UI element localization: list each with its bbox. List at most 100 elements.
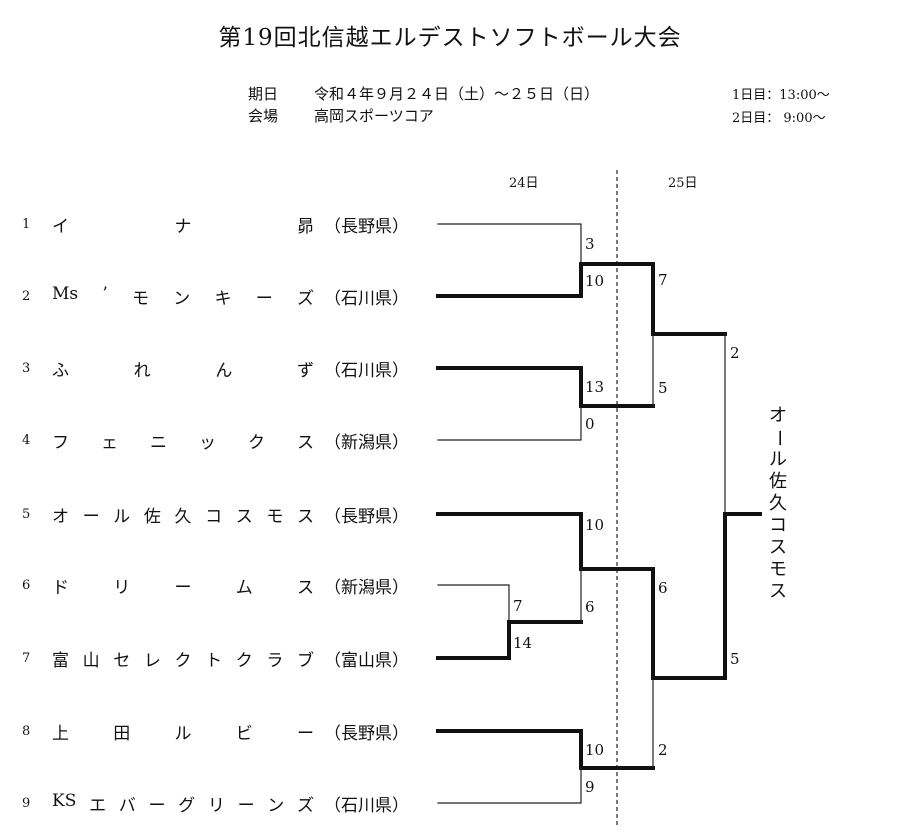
- line-final-bottom-win: [723, 512, 762, 680]
- team-name-char: ク: [174, 650, 192, 671]
- team-name-char: オ: [52, 506, 69, 527]
- team-name-char: ム: [235, 577, 253, 598]
- team-row: 1 イ ナ 昴 （長野県）: [22, 212, 409, 237]
- line-team6: [437, 584, 510, 623]
- team-name-char: ナ: [174, 216, 192, 237]
- team-name-char: KS: [52, 790, 77, 811]
- team-name-char: ス: [297, 577, 314, 598]
- line-team7-win: [436, 620, 583, 660]
- page-title: 第19回北信越エルデストソフトボール大会: [218, 25, 682, 51]
- date-label: 期日: [248, 85, 279, 103]
- team-seed-number: 8: [22, 723, 31, 739]
- team-name: イナ昴: [52, 212, 314, 237]
- team-name-char: リ: [207, 795, 225, 816]
- team-name-char: ク: [248, 432, 265, 453]
- team-name-char: 山: [82, 650, 100, 671]
- team-name-char: ェ: [101, 432, 118, 453]
- team-name: 上田ルビー: [52, 719, 314, 744]
- team-name-char: 田: [113, 723, 131, 744]
- team-name-char: ー: [237, 795, 255, 816]
- team-name-char: れ: [133, 360, 151, 381]
- team-name-char: キ: [214, 288, 232, 309]
- team-name: Ms’モンキーズ: [52, 284, 314, 309]
- team-name-char: リ: [113, 577, 131, 598]
- team-name-char: ビ: [235, 723, 253, 744]
- team-name-char: ラ: [266, 650, 284, 671]
- team-seed-number: 1: [22, 216, 31, 232]
- team-name-char: ク: [235, 650, 253, 671]
- team-name-char: 昴: [297, 216, 314, 237]
- team-prefecture: （新潟県）: [324, 577, 409, 598]
- team-name: オール佐久コスモス: [52, 502, 314, 527]
- team-name-char: ニ: [150, 432, 167, 453]
- team-name-char: フ: [52, 432, 69, 453]
- venue-value: 高岡スポーツコア: [314, 107, 434, 125]
- score-sf2-b: 2: [658, 741, 668, 759]
- team-name-char: ブ: [297, 650, 314, 671]
- team-name: フェニックス: [52, 428, 314, 453]
- team-name-char: ス: [297, 506, 314, 527]
- venue-label: 会場: [248, 107, 279, 125]
- team-name-char: ト: [205, 650, 223, 671]
- team-name-char: ズ: [296, 288, 314, 309]
- team-prefecture: （石川県）: [324, 795, 409, 816]
- team-name: ふれんず: [52, 356, 314, 381]
- team-name-char: セ: [113, 650, 131, 671]
- team-row: 3 ふれんず （石川県）: [22, 356, 409, 381]
- line-team4: [437, 405, 582, 441]
- team-prefecture: （長野県）: [324, 216, 409, 237]
- score-m12-b: 10: [585, 272, 605, 290]
- team-name-char: イ: [52, 216, 69, 237]
- team-name-char: ー: [82, 506, 100, 527]
- team-name-char: ン: [267, 795, 285, 816]
- score-final-b: 5: [730, 650, 740, 668]
- score-m67-a: 7: [513, 597, 523, 615]
- day2-label: 25日: [668, 176, 698, 191]
- team-name-char: ー: [297, 723, 314, 744]
- team-name-char: ズ: [296, 795, 314, 816]
- team-name-char: ッ: [199, 432, 216, 453]
- team-name-char: 富: [52, 650, 69, 671]
- team-name: 富山セレクトクラブ: [52, 646, 314, 671]
- score-m5-67-b: 6: [585, 598, 595, 616]
- line-team3-win: [436, 366, 655, 408]
- team-name-char: ル: [174, 723, 192, 744]
- team-name: ドリームス: [52, 573, 314, 598]
- team-name-char: ル: [113, 506, 131, 527]
- team-prefecture: （石川県）: [324, 360, 409, 381]
- line-team9: [437, 767, 582, 804]
- score-m5-67-a: 10: [585, 516, 605, 534]
- team-seed-number: 3: [22, 360, 31, 376]
- score-sf1-a: 7: [658, 271, 668, 289]
- score-m34-b: 0: [585, 415, 595, 433]
- team-name-char: バ: [118, 795, 136, 816]
- team-seed-number: 4: [22, 432, 31, 448]
- team-name-char: モ: [266, 506, 284, 527]
- team-name-char: 上: [52, 723, 69, 744]
- champion-name: オール佐久コスモス: [768, 405, 789, 602]
- score-sf1-b: 5: [658, 379, 668, 397]
- team-name-char: コ: [205, 506, 223, 527]
- score-m89-a: 10: [585, 741, 605, 759]
- team-prefecture: （長野県）: [324, 506, 409, 527]
- line-team5-win: [436, 512, 655, 571]
- team-seed-number: 5: [22, 506, 31, 522]
- team-name-char: 佐: [143, 506, 161, 527]
- team-seed-number: 7: [22, 650, 31, 666]
- day1-label: 24日: [509, 176, 539, 191]
- team-seed-number: 6: [22, 577, 31, 593]
- team-name-char: ー: [174, 577, 192, 598]
- score-m34-a: 13: [585, 378, 605, 396]
- score-m67-b: 14: [513, 634, 533, 652]
- team-seed-number: 2: [22, 288, 31, 304]
- team-name-char: Ms: [52, 283, 79, 304]
- date-value: 令和４年９月２４日（土）～２５日（日）: [314, 85, 600, 103]
